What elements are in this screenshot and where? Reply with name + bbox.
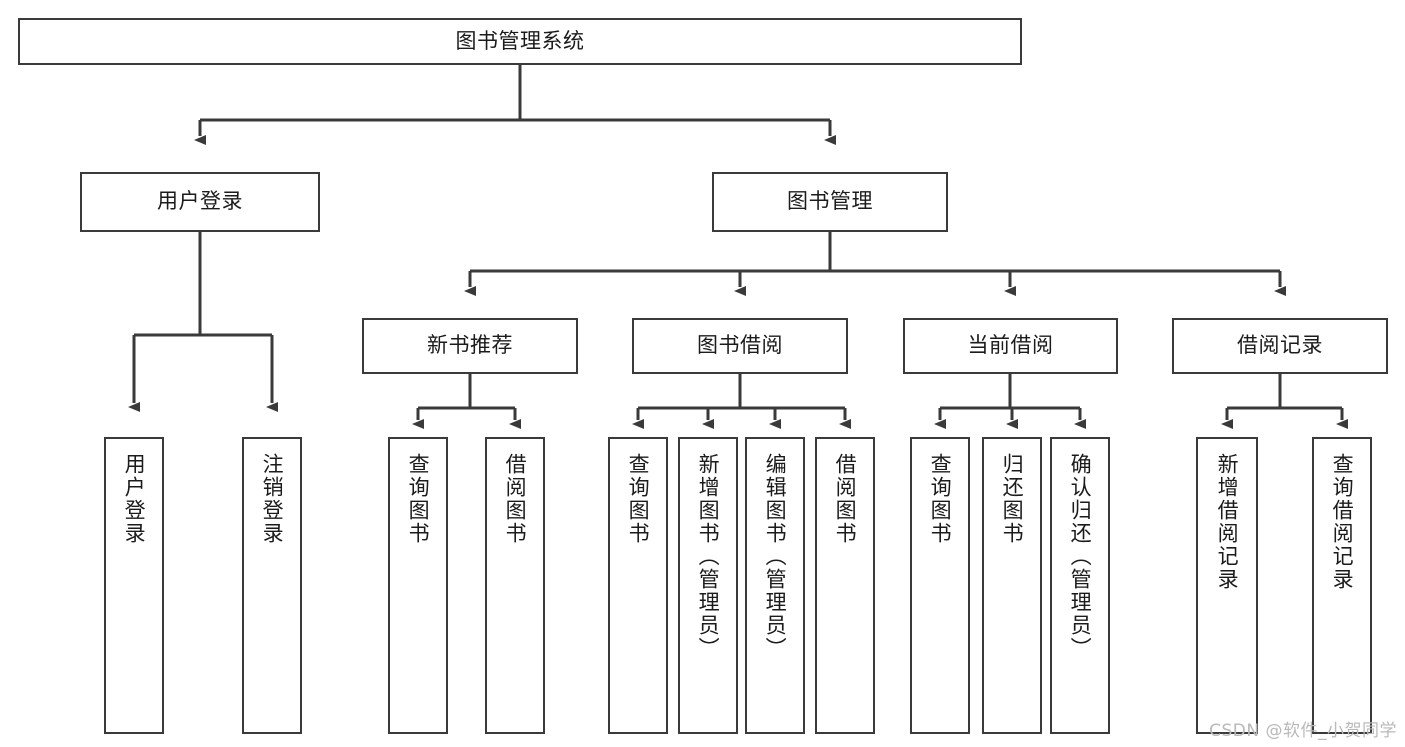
leaf-user-login-logout-label: 注销登录 xyxy=(260,453,285,545)
leaf-book-borrow-query[interactable]: 查询图书 xyxy=(608,437,668,734)
leaf-book-borrow-edit-label: 编辑图书（管理员） xyxy=(763,453,788,660)
node-user-login[interactable]: 用户登录 xyxy=(80,172,320,232)
leaf-borrow-record-query[interactable]: 查询借阅记录 xyxy=(1312,437,1372,734)
node-borrow-record-label: 借阅记录 xyxy=(1237,333,1323,358)
leaf-book-borrow-add[interactable]: 新增图书（管理员） xyxy=(678,437,738,734)
node-root[interactable]: 图书管理系统 xyxy=(18,18,1022,65)
leaf-book-borrow-edit[interactable]: 编辑图书（管理员） xyxy=(745,437,805,734)
node-current-borrow-label: 当前借阅 xyxy=(967,333,1054,358)
leaf-book-borrow-query-label: 查询图书 xyxy=(626,453,651,545)
leaf-current-borrow-query[interactable]: 查询图书 xyxy=(910,437,970,734)
leaf-borrow-record-query-label: 查询借阅记录 xyxy=(1330,453,1355,591)
leaf-new-book-query-label: 查询图书 xyxy=(406,453,431,545)
leaf-current-borrow-return-label: 归还图书 xyxy=(1000,453,1025,545)
leaf-book-borrow-borrow-label: 借阅图书 xyxy=(833,453,858,545)
leaf-current-borrow-return[interactable]: 归还图书 xyxy=(982,437,1042,734)
watermark-text: CSDN @软件_小贺同学 xyxy=(1209,721,1397,741)
leaf-book-borrow-borrow[interactable]: 借阅图书 xyxy=(815,437,875,734)
node-new-book-recommend[interactable]: 新书推荐 xyxy=(362,318,578,374)
leaf-borrow-record-add[interactable]: 新增借阅记录 xyxy=(1196,437,1258,734)
leaf-new-book-borrow[interactable]: 借阅图书 xyxy=(485,437,545,734)
leaf-current-borrow-confirm[interactable]: 确认归还（管理员） xyxy=(1050,437,1110,734)
leaf-borrow-record-add-label: 新增借阅记录 xyxy=(1215,453,1240,591)
node-book-borrow-label: 图书借阅 xyxy=(697,333,783,358)
leaf-user-login-login[interactable]: 用户登录 xyxy=(104,437,164,734)
leaf-new-book-query[interactable]: 查询图书 xyxy=(388,437,448,734)
node-book-manage-label: 图书管理 xyxy=(787,189,873,214)
node-book-manage[interactable]: 图书管理 xyxy=(712,172,948,232)
node-user-login-label: 用户登录 xyxy=(157,189,243,214)
node-new-book-recommend-label: 新书推荐 xyxy=(427,333,513,358)
leaf-book-borrow-add-label: 新增图书（管理员） xyxy=(696,453,721,660)
node-book-borrow[interactable]: 图书借阅 xyxy=(632,318,848,374)
leaf-current-borrow-confirm-label: 确认归还（管理员） xyxy=(1068,453,1093,660)
leaf-current-borrow-query-label: 查询图书 xyxy=(928,453,953,545)
leaf-user-login-login-label: 用户登录 xyxy=(122,453,147,545)
node-borrow-record[interactable]: 借阅记录 xyxy=(1172,318,1388,374)
node-current-borrow[interactable]: 当前借阅 xyxy=(903,318,1118,374)
leaf-new-book-borrow-label: 借阅图书 xyxy=(503,453,528,545)
leaf-user-login-logout[interactable]: 注销登录 xyxy=(242,437,302,734)
node-root-label: 图书管理系统 xyxy=(455,28,585,53)
